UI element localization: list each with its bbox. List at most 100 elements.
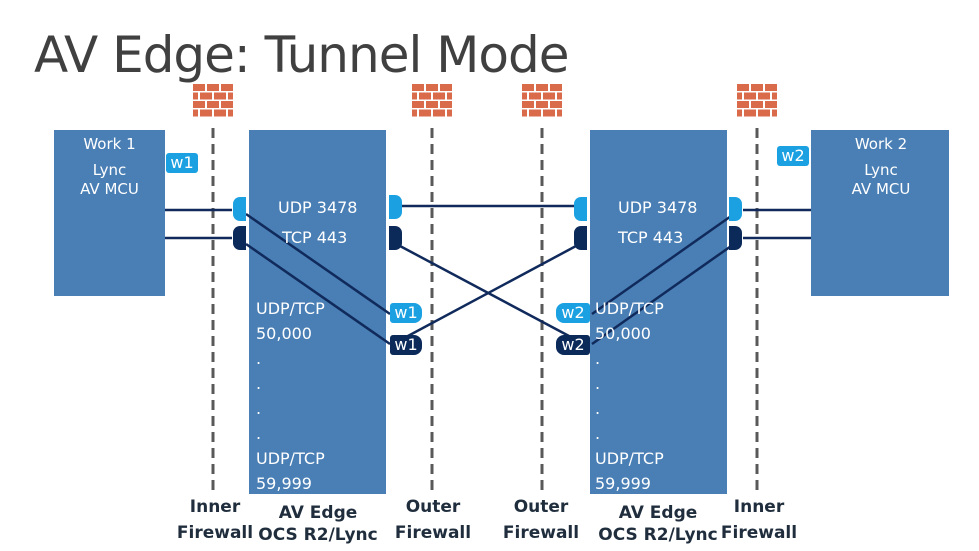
left-range-line: UDP/TCP bbox=[256, 449, 325, 468]
work1-line-1: Work 1 bbox=[83, 135, 136, 153]
right-edge-port-range: UDP/TCP 50,000 . . . . UDP/TCP 59,999 bbox=[595, 296, 664, 496]
brick bbox=[426, 101, 438, 108]
brick bbox=[419, 109, 431, 117]
caption-av-edge-right: AV Edge OCS R2/Lync bbox=[598, 500, 718, 548]
brick bbox=[412, 84, 424, 91]
brick bbox=[522, 101, 534, 108]
diag-right-tcp-to-w2 bbox=[591, 242, 735, 346]
brick bbox=[737, 109, 742, 117]
caption-line: Inner bbox=[733, 497, 785, 517]
port-tcp-right-inner bbox=[729, 226, 742, 250]
left-range-line: 50,000 bbox=[256, 324, 312, 343]
brick bbox=[557, 109, 562, 117]
caption-line: AV Edge bbox=[618, 503, 698, 523]
right-edge-box bbox=[590, 130, 727, 494]
caption-line: Outer bbox=[513, 497, 569, 517]
brick bbox=[221, 84, 233, 91]
left-edge-udp-label: UDP 3478 bbox=[278, 198, 358, 217]
port-tcp-right-outer bbox=[574, 226, 587, 250]
port-udp-left-outer bbox=[389, 195, 402, 219]
firewall-brick-icon bbox=[737, 84, 777, 118]
brick bbox=[529, 92, 541, 100]
caption-line: Inner bbox=[189, 497, 241, 517]
w1-tcp-label: w1 bbox=[390, 335, 422, 355]
right-edge-udp-label: UDP 3478 bbox=[618, 198, 698, 217]
brick bbox=[221, 101, 233, 108]
diag-left-udp-to-w1 bbox=[245, 212, 391, 316]
caption-line: Firewall bbox=[176, 523, 254, 543]
brick bbox=[412, 101, 424, 108]
brick bbox=[447, 109, 452, 117]
right-edge-tcp-label: TCP 443 bbox=[618, 228, 684, 247]
brick bbox=[550, 101, 562, 108]
brick bbox=[228, 109, 233, 117]
w1-top-label: w1 bbox=[166, 153, 198, 173]
w2-tcp-label: w2 bbox=[556, 335, 590, 355]
diag-right-outer-tcp bbox=[392, 244, 577, 346]
firewall-brick-icon bbox=[193, 84, 233, 118]
caption-line: Firewall bbox=[502, 523, 580, 543]
caption-line: Firewall bbox=[720, 523, 798, 543]
work1-label: Work 1 Lync AV MCU bbox=[54, 131, 165, 202]
brick bbox=[433, 92, 445, 100]
right-range-line: UDP/TCP bbox=[595, 449, 664, 468]
brick bbox=[193, 109, 198, 117]
left-range-line: 59,999 bbox=[256, 474, 312, 493]
work2-line-3: AV MCU bbox=[851, 180, 911, 198]
right-range-line: 50,000 bbox=[595, 324, 651, 343]
brick bbox=[744, 92, 756, 100]
firewall-brick-icon bbox=[412, 84, 452, 118]
w1-udp-label: w1 bbox=[390, 303, 422, 323]
left-edge-tcp-label: TCP 443 bbox=[282, 228, 348, 247]
left-range-line: . bbox=[256, 399, 262, 418]
left-edge-box bbox=[249, 130, 386, 494]
brick bbox=[765, 84, 777, 91]
work1-box bbox=[54, 130, 165, 296]
caption-line: Outer bbox=[405, 497, 461, 517]
left-range-line: . bbox=[256, 424, 262, 443]
brick bbox=[440, 101, 452, 108]
brick bbox=[200, 92, 212, 100]
brick bbox=[765, 101, 777, 108]
brick bbox=[543, 109, 555, 117]
caption-outer-firewall-right: Outer Firewall bbox=[496, 494, 586, 546]
brick bbox=[758, 109, 770, 117]
port-udp-right-inner bbox=[729, 197, 742, 221]
brick bbox=[543, 92, 555, 100]
brick bbox=[193, 84, 205, 91]
brick bbox=[744, 109, 756, 117]
brick bbox=[758, 92, 770, 100]
left-range-line: . bbox=[256, 349, 262, 368]
caption-av-edge-left: AV Edge OCS R2/Lync bbox=[258, 500, 378, 548]
brick bbox=[214, 109, 226, 117]
diag-right-udp-to-w2 bbox=[591, 212, 735, 316]
right-range-line: 59,999 bbox=[595, 474, 651, 493]
brick bbox=[193, 92, 198, 100]
diag-left-outer-tcp bbox=[399, 244, 585, 346]
left-edge-port-range: UDP/TCP 50,000 . . . . UDP/TCP 59,999 bbox=[256, 296, 325, 496]
work2-line-2: Lync bbox=[864, 161, 898, 179]
brick bbox=[433, 109, 445, 117]
right-range-line: UDP/TCP bbox=[595, 299, 664, 318]
page-title: AV Edge: Tunnel Mode bbox=[34, 26, 569, 84]
brick bbox=[412, 109, 417, 117]
caption-line: Firewall bbox=[394, 523, 472, 543]
brick bbox=[536, 84, 548, 91]
work2-box bbox=[811, 130, 949, 296]
brick bbox=[772, 92, 777, 100]
caption-line: AV Edge bbox=[278, 503, 358, 523]
brick bbox=[200, 109, 212, 117]
brick bbox=[447, 92, 452, 100]
brick bbox=[557, 92, 562, 100]
brick bbox=[207, 84, 219, 91]
brick bbox=[536, 101, 548, 108]
left-range-line: UDP/TCP bbox=[256, 299, 325, 318]
brick bbox=[214, 92, 226, 100]
caption-outer-firewall-left: Outer Firewall bbox=[388, 494, 478, 546]
brick bbox=[529, 109, 541, 117]
brick bbox=[751, 101, 763, 108]
w2-udp-label: w2 bbox=[556, 303, 590, 323]
brick bbox=[737, 101, 749, 108]
diag-left-tcp-to-w1 bbox=[245, 242, 391, 346]
brick bbox=[522, 92, 527, 100]
